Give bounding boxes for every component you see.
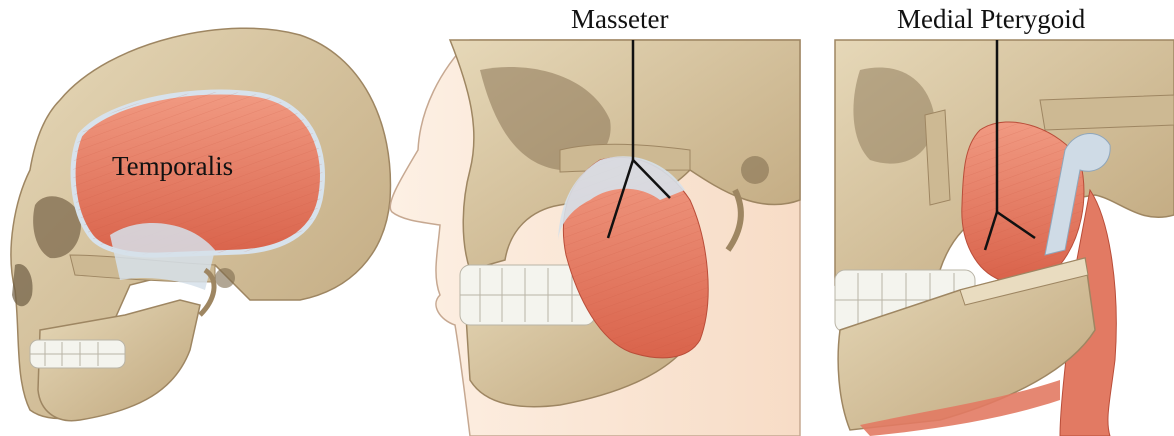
medial-pterygoid-label: Medial Pterygoid bbox=[897, 6, 1085, 33]
masseter-label: Masseter bbox=[571, 6, 668, 33]
temporalis-panel bbox=[11, 28, 390, 420]
teeth-left bbox=[30, 340, 125, 368]
medial-pterygoid-panel bbox=[835, 40, 1174, 436]
temporalis-label: Temporalis bbox=[112, 153, 233, 180]
masseter-panel bbox=[390, 40, 800, 436]
